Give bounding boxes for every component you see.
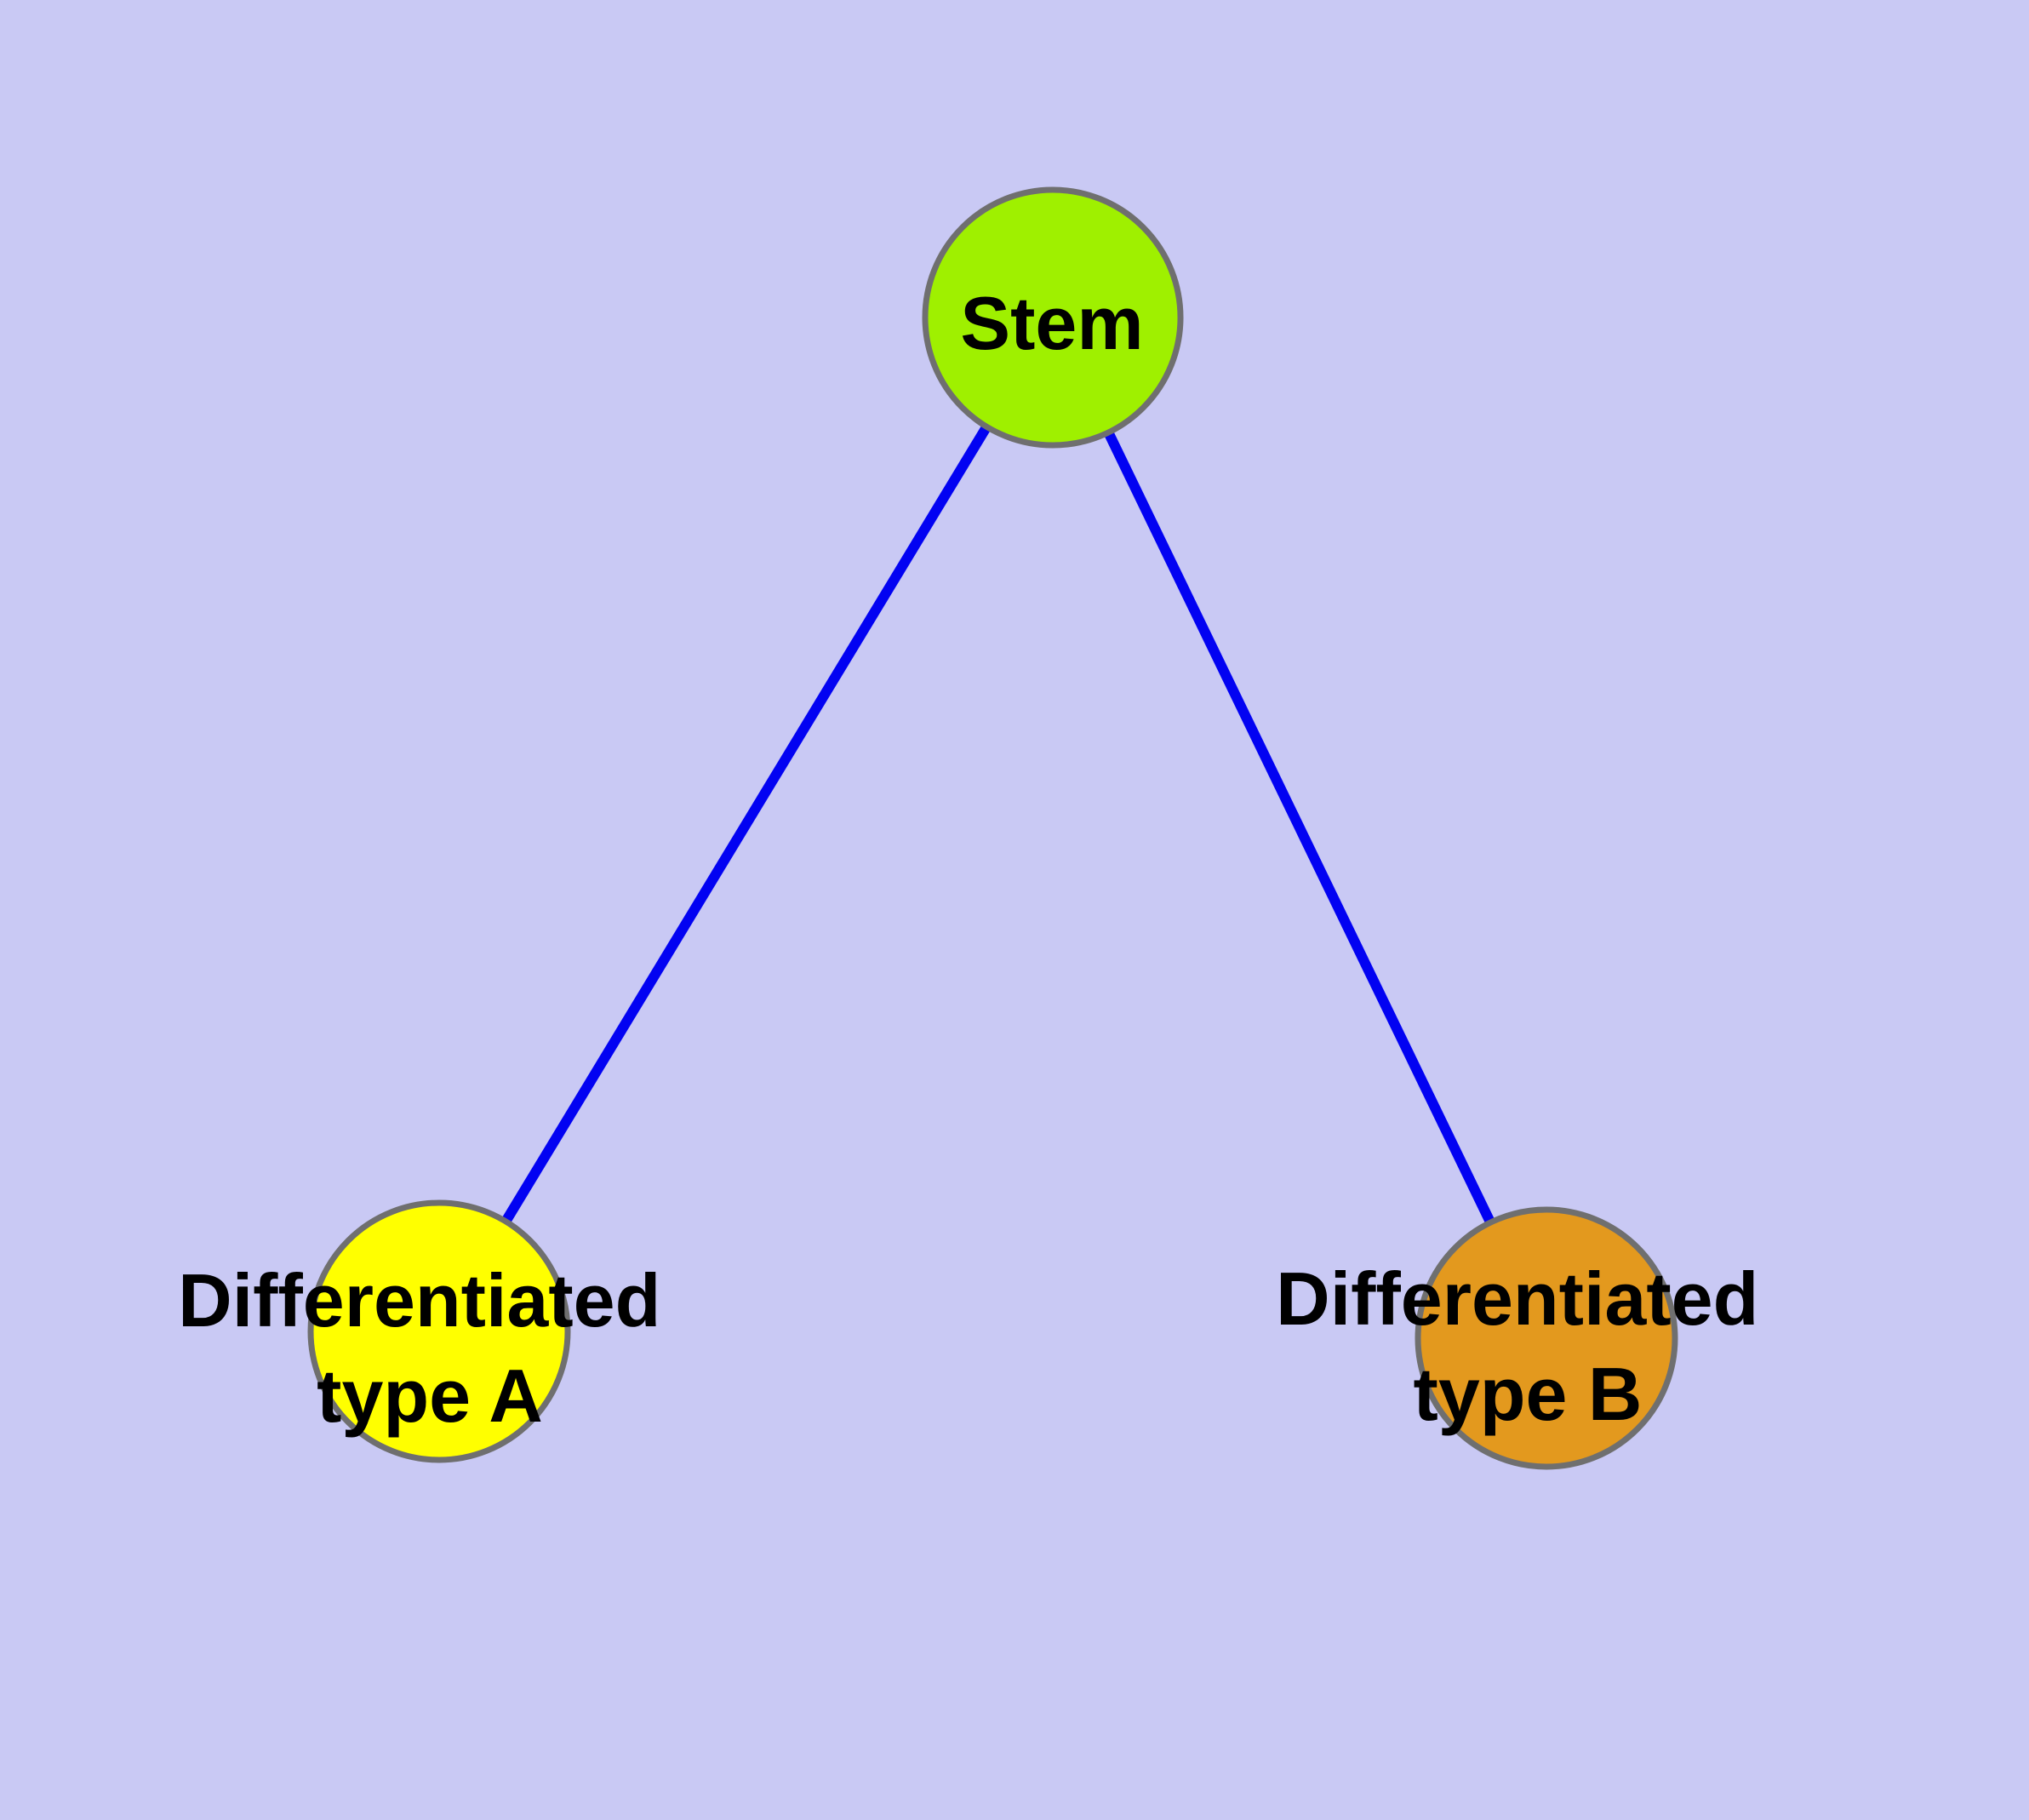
node-differentiated-type-a: Differentiated type A <box>178 1199 682 1463</box>
edge-stem-to-type-b <box>1048 315 1552 1341</box>
node-stem-label: Stem <box>960 281 1143 365</box>
node-differentiated-type-a-label-line2: type A <box>317 1354 543 1438</box>
node-differentiated-type-b-label-line1: Differentiated <box>1276 1256 1758 1341</box>
node-stem-circle <box>922 186 1184 449</box>
node-differentiated-type-a-circle <box>307 1199 571 1463</box>
node-differentiated-type-b-label-line2: type B <box>1414 1352 1643 1436</box>
node-differentiated-type-b: Differentiated type B <box>1276 1206 1780 1470</box>
node-stem: Stem <box>922 186 1184 449</box>
node-differentiated-type-b-label: Differentiated type B <box>1276 1256 1780 1436</box>
node-differentiated-type-a-label-line1: Differentiated <box>178 1258 660 1342</box>
node-differentiated-type-a-label: Differentiated type A <box>178 1258 682 1438</box>
edge-stem-to-type-a <box>434 314 1058 1335</box>
node-differentiated-type-b-circle <box>1415 1206 1678 1470</box>
node-stem-label-line: Stem <box>960 281 1143 365</box>
